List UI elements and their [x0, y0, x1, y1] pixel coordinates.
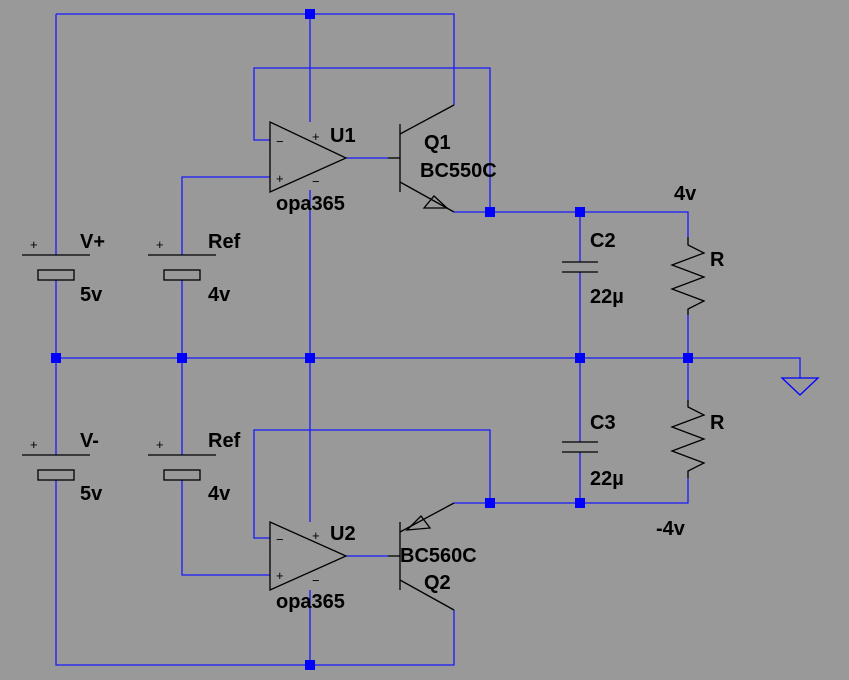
wire-u2-feedback [253, 429, 491, 539]
u2-part: opa365 [276, 591, 345, 613]
plus-mark: + [312, 129, 320, 144]
junction-dot [485, 207, 495, 217]
minus-mark: − [276, 532, 284, 547]
junction-dot [575, 498, 585, 508]
q2-part: BC560C [400, 545, 477, 567]
ref-top-name: Ref [208, 231, 241, 253]
junction-dot [305, 353, 315, 363]
junction-dot [51, 353, 61, 363]
opamp-u2: − + + − [269, 520, 348, 592]
wire-bottom-rail [55, 480, 455, 666]
junction-dot [305, 660, 315, 670]
ref-bottom-name: Ref [208, 430, 241, 452]
minus-mark: − [276, 134, 284, 149]
wire-u1-feedback [253, 67, 491, 212]
battery-ref-top: + [148, 237, 216, 281]
junction-dot [575, 207, 585, 217]
minus-mark: − [312, 573, 320, 588]
c3-value: 22µ [590, 468, 624, 490]
plus-mark: + [312, 528, 320, 543]
capacitor-c3 [562, 441, 598, 453]
r-bottom-name: R [710, 412, 725, 434]
wire-q2-emitter-out [454, 478, 689, 504]
vplus-name: V+ [80, 231, 105, 253]
net-label-negative: -4v [656, 518, 686, 540]
transistor-q1 [388, 104, 455, 213]
q1-name: Q1 [424, 132, 451, 154]
wire-ref-top-to-u1 [181, 176, 270, 255]
ref-top-value: 4v [208, 284, 231, 306]
junction-dot [177, 353, 187, 363]
wire-ref-bottom-to-u2 [181, 480, 270, 576]
junction-dot [485, 498, 495, 508]
wire-q1-emitter-out [454, 211, 689, 237]
q2-name: Q2 [424, 572, 451, 594]
u2-name: U2 [330, 523, 356, 545]
u1-part: opa365 [276, 193, 345, 215]
net-label-positive: 4v [674, 183, 697, 205]
junction-dot [305, 9, 315, 19]
c2-name: C2 [590, 230, 616, 252]
plus-mark: + [30, 437, 38, 452]
resistor-bottom [670, 400, 706, 478]
battery-vplus: + [22, 237, 90, 281]
plus-mark: + [156, 437, 164, 452]
junctions [51, 9, 693, 670]
plus-mark: + [156, 237, 164, 252]
opamp-u1: − + + − [269, 120, 348, 194]
plus-mark: + [276, 568, 284, 583]
vminus-value: 5v [80, 483, 103, 505]
plus-mark: + [276, 171, 284, 186]
wire-ground-bus [56, 357, 801, 378]
minus-mark: − [312, 174, 320, 189]
wire-top-rail [56, 13, 455, 105]
wires [55, 13, 801, 666]
u1-name: U1 [330, 125, 356, 147]
junction-dot [575, 353, 585, 363]
battery-ref-bottom: + [148, 437, 216, 481]
c2-value: 22µ [590, 286, 624, 308]
capacitor-c2 [562, 261, 598, 273]
r-top-name: R [710, 249, 725, 271]
junction-dot [683, 353, 693, 363]
resistor-top [670, 237, 706, 315]
plus-mark: + [30, 237, 38, 252]
labels: V+ 5v Ref 4v V- 5v Ref 4v U1 opa365 U2 o… [80, 125, 725, 613]
battery-vminus: + [22, 437, 90, 481]
transistor-q2 [388, 502, 455, 611]
q1-part: BC550C [420, 160, 497, 182]
c3-name: C3 [590, 412, 616, 434]
vplus-value: 5v [80, 284, 103, 306]
ground-symbol [780, 377, 820, 396]
ref-bottom-value: 4v [208, 483, 231, 505]
vminus-name: V- [80, 430, 99, 452]
